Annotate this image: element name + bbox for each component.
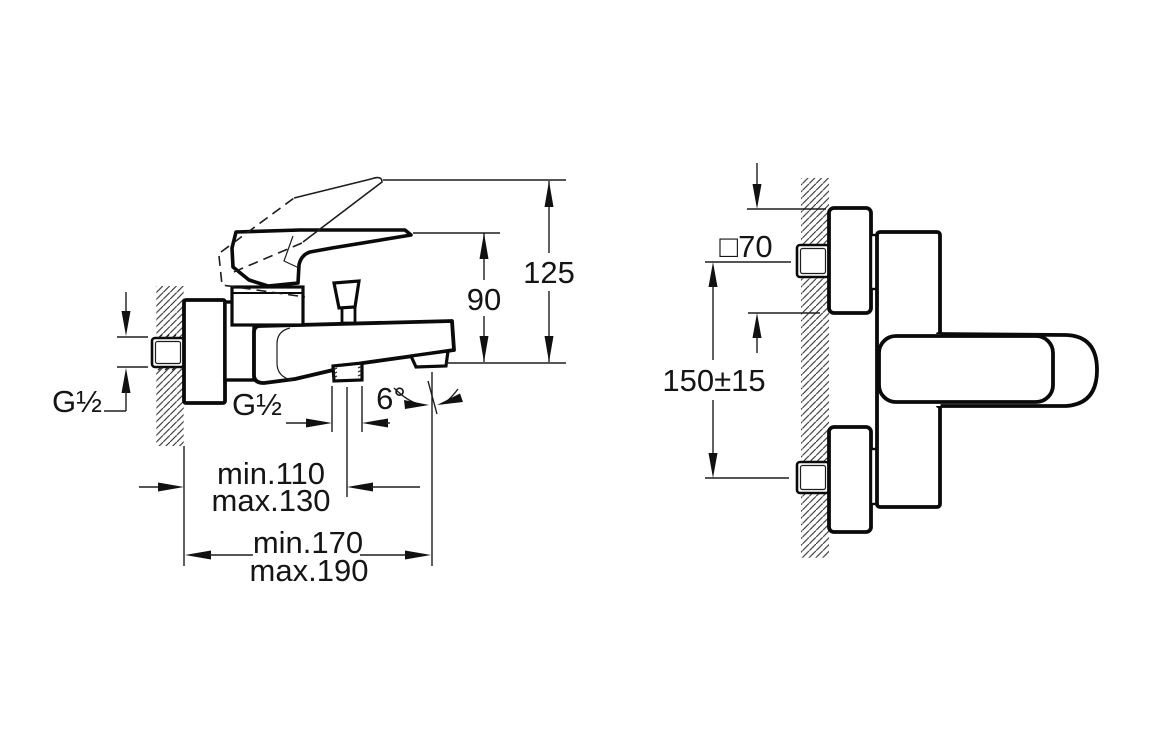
wall-hatch-top <box>801 178 829 558</box>
top-view: □70 150±15 <box>662 163 1099 558</box>
inlet-connector-upper <box>795 243 831 279</box>
escutcheon-upper <box>827 206 873 315</box>
inlet-connector-lower <box>795 460 831 495</box>
cartridge-housing <box>230 285 305 327</box>
dim-label-inlet-spacing: 150±15 <box>662 363 765 398</box>
handle-top <box>877 334 1055 404</box>
handle-side <box>230 228 413 288</box>
spout-body <box>252 319 456 385</box>
dim-label-outlet-max: max.130 <box>212 483 331 518</box>
escutcheon-lower <box>827 425 873 534</box>
shower-outlet <box>331 361 364 383</box>
diverter-knob <box>332 279 361 325</box>
dim-label-spout-angle: 6° <box>376 381 406 416</box>
dim-label-reach-max: max.190 <box>250 553 369 588</box>
dim-label-total-height: 125 <box>523 255 575 290</box>
escutcheon-side <box>182 298 227 405</box>
aerator <box>408 349 450 369</box>
handle-raised-phantom <box>218 176 383 298</box>
top-view-dimensions: □70 150±15 <box>662 163 826 479</box>
wall-inlet-fitting <box>150 334 186 371</box>
dim-label-escutcheon-size: □70 <box>719 229 772 264</box>
dim-label-outlet-thread: G½ <box>232 387 282 422</box>
dim-label-reach-min: min.170 <box>253 525 363 560</box>
dim-label-outlet-min: min.110 <box>217 456 325 491</box>
dim-label-wall-thread: G½ <box>52 384 102 419</box>
side-view: 125 90 G½ G½ 6° min.110 max.130 min.170 … <box>52 176 575 588</box>
spout-endcap-contour <box>276 327 293 381</box>
side-view-dimensions: 125 90 G½ G½ 6° min.110 max.130 min.170 … <box>52 179 575 588</box>
dim-label-handle-height: 90 <box>467 282 501 317</box>
